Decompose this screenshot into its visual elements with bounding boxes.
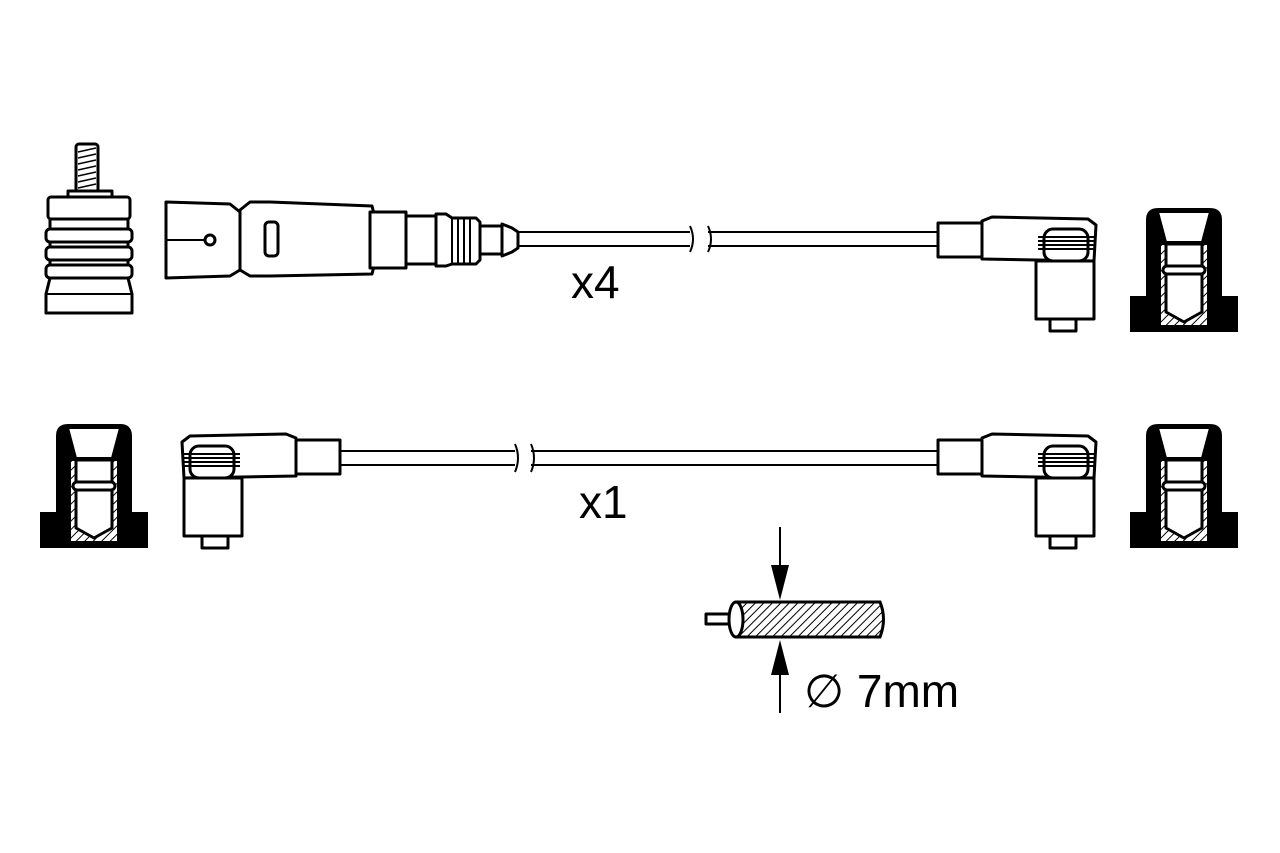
- boot-cap-bottom-right: [1128, 422, 1240, 550]
- cable-top: [518, 225, 938, 253]
- boot-cap-bottom-left: [38, 422, 150, 550]
- boot-cap-top: [1128, 206, 1240, 334]
- angled-connector-bottom-right: [936, 432, 1098, 550]
- quantity-label-x1: x1: [579, 476, 628, 528]
- straight-plug-connector: [164, 200, 520, 280]
- quantity-label-x4: x4: [571, 256, 620, 308]
- angled-connector-top: [936, 215, 1098, 333]
- diameter-label: ∅ 7mm: [804, 668, 959, 714]
- diameter-value: 7mm: [856, 665, 960, 717]
- cable-bottom: [340, 443, 938, 473]
- spark-plug-terminal: [44, 142, 134, 315]
- diameter-symbol: ∅: [804, 665, 845, 717]
- cable-cross-section: [704, 527, 885, 713]
- angled-connector-bottom-left: [180, 432, 342, 550]
